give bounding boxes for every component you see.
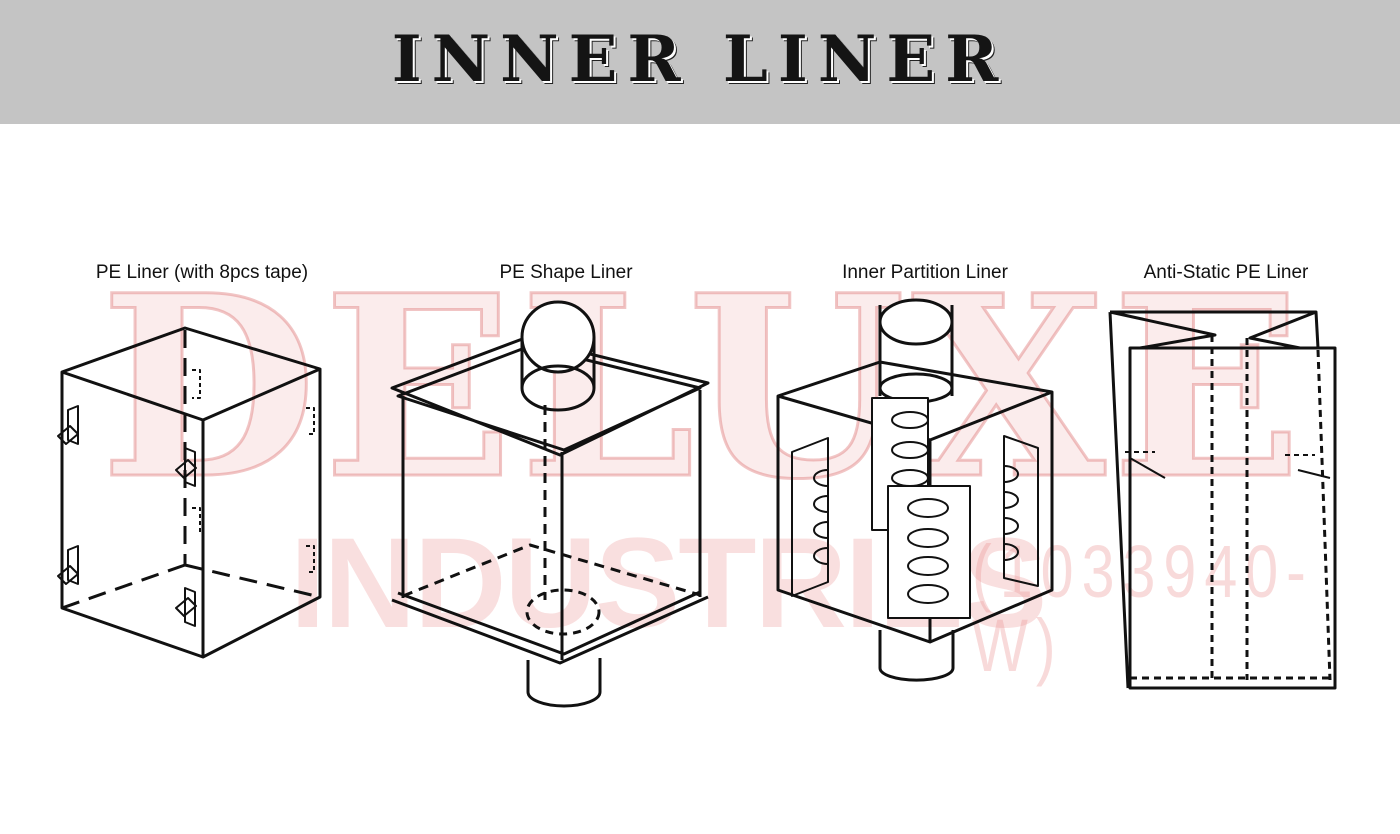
page-title: INNER LINER [391,22,1009,97]
label-anti-static-liner: Anti-Static PE Liner [1143,262,1309,283]
pe-shape-liner-diagram [390,300,710,708]
anti-static-liner-diagram [1108,310,1337,690]
pe-liner-diagram [57,326,322,659]
watermark-registration: (1033940-W) [972,530,1314,687]
inner-partition-liner-diagram [776,298,1054,682]
header-bar [0,0,1400,124]
label-inner-partition-liner: Inner Partition Liner [842,262,1008,283]
label-pe-shape-liner: PE Shape Liner [499,262,633,283]
label-pe-liner: PE Liner (with 8pcs tape) [95,262,309,283]
